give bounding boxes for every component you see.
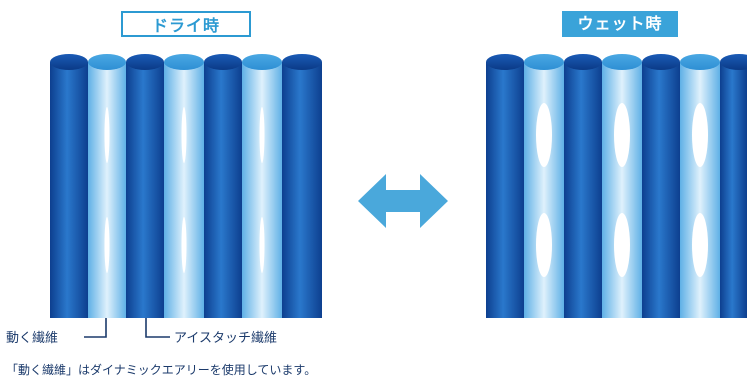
moving-fiber-label: 動く繊維 [6,331,59,346]
moving-fiber-pointer [84,318,107,338]
wet-state-title: ウェット時 [562,11,678,37]
moving-fiber-3 [204,54,242,318]
wet-moving-fiber-1 [486,54,524,318]
wet-moving-fiber-4 [720,54,747,318]
wet-icetouch-fiber-1 [524,54,564,318]
icetouch-fiber-1 [88,54,126,318]
icetouch-fiber-pointer [145,318,170,338]
moving-fiber-2 [126,54,164,318]
icetouch-fiber-3 [242,54,282,318]
icetouch-fiber-2 [164,54,204,318]
moving-fiber-4 [282,54,322,318]
wet-moving-fiber-3 [642,54,680,318]
moving-fiber-1 [50,54,88,318]
wet-icetouch-fiber-3 [680,54,720,318]
caption-note: 「動く繊維」はダイナミックエアリーを使用しています。 [6,363,317,377]
wet-icetouch-fiber-2 [602,54,642,318]
dry-fiber-group [50,54,322,318]
double-arrow-icon [358,174,448,228]
dry-state-title: ドライ時 [121,11,251,37]
wet-fiber-group [486,54,747,318]
wet-moving-fiber-2 [564,54,602,318]
icetouch-fiber-label: アイスタッチ繊維 [174,331,277,346]
